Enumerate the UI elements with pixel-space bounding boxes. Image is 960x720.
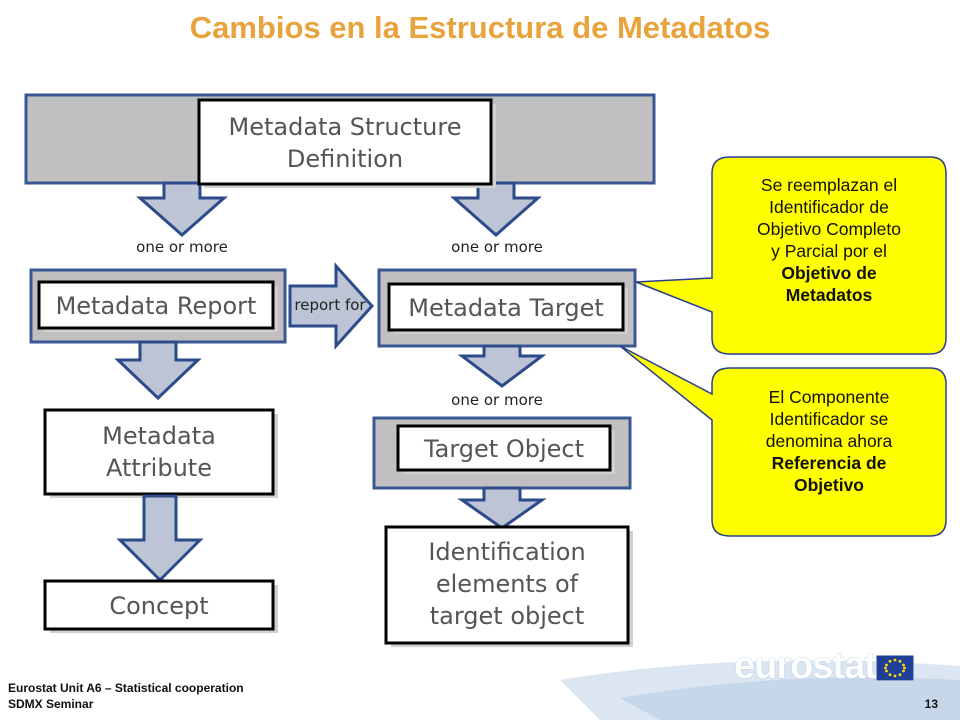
attribute-arrow-down (116, 494, 204, 583)
target-arrow-down (457, 344, 547, 388)
report-for-label: report for (294, 296, 366, 314)
concept-box (43, 579, 275, 631)
connector-label-left: one or more (136, 238, 228, 256)
msd-label-line2: Definition (287, 145, 403, 173)
concept-label: Concept (109, 592, 208, 620)
callout-top-line2: Identificador de (769, 197, 889, 217)
callout-top: Se reemplazan el Identificador de Objeti… (712, 174, 946, 306)
callout-bottom-line1: El Componente (768, 387, 890, 407)
metadata-structure-diagram: Metadata Structure Definition one or mor… (24, 93, 947, 647)
connector-label-target: one or more (451, 391, 543, 409)
target-box (387, 282, 625, 332)
callout-bottom-bubble (619, 345, 947, 537)
msd-label-line1: Metadata Structure (229, 113, 462, 141)
callout-top-bold1: Objetivo de (781, 263, 877, 283)
callout-bottom-bold2: Objetivo (793, 475, 864, 495)
target-object-arrow-down (457, 486, 547, 530)
footer-organization: Eurostat Unit A6 – Statistical cooperati… (8, 681, 244, 695)
msd-arrow-left (136, 181, 228, 237)
identification-label-line1: Identification (428, 538, 585, 566)
report-for-arrow (288, 262, 375, 350)
footer-swoosh (0, 648, 960, 720)
slide-title: Cambios en la Estructura de Metadatos (189, 10, 771, 45)
eurostat-logo: eurostat (734, 645, 877, 687)
page-number: 13 (924, 697, 938, 711)
msd-box (197, 98, 493, 186)
report-label: Metadata Report (56, 292, 257, 320)
callout-bottom-line2: Identificador se (769, 409, 889, 429)
target-object-label: Target Object (423, 435, 584, 463)
callout-top-bold2: Metadatos (785, 285, 873, 305)
eu-flag-icon (876, 655, 914, 681)
callout-bottom: El Componente Identificador se denomina … (712, 386, 946, 496)
callout-top-bubble (635, 156, 947, 355)
callout-bottom-line3: denomina ahora (765, 431, 893, 451)
target-object-box (396, 424, 612, 472)
identification-box (384, 525, 630, 645)
attribute-box (43, 408, 275, 496)
connector-label-right: one or more (451, 238, 543, 256)
callout-top-line3: Objetivo Completo (757, 219, 901, 239)
identification-label-line2: elements of (436, 570, 579, 598)
callout-top-line1: Se reemplazan el (760, 175, 898, 195)
identification-label-line3: target object (430, 602, 585, 630)
callout-bottom-bold1: Referencia de (771, 453, 887, 473)
report-arrow-down (114, 340, 202, 401)
attribute-label-line1: Metadata (102, 422, 216, 450)
attribute-label-line2: Attribute (106, 454, 212, 482)
callout-top-line4: y Parcial por el (771, 241, 887, 261)
target-label: Metadata Target (408, 294, 604, 322)
report-box (37, 280, 275, 330)
footer-event: SDMX Seminar (8, 697, 94, 711)
msd-arrow-right (450, 181, 542, 237)
